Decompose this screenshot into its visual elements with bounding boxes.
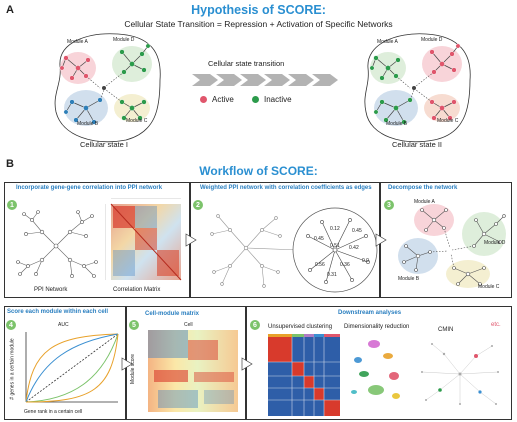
state2-module-c: Module C xyxy=(437,118,459,124)
step2-number-badge: 2 xyxy=(193,200,203,210)
step2-weight-5: 0.56 xyxy=(315,262,325,268)
panel-b-title: Workflow of SCORE: xyxy=(199,164,318,178)
legend-active-dot xyxy=(200,96,207,103)
state1-module-d: Module D xyxy=(113,37,135,43)
step1-ppi-network xyxy=(16,210,98,278)
step2-weight-7: 0.0 xyxy=(362,258,369,264)
panel-b-letter: B xyxy=(6,158,14,170)
step1-title: Incorporate gene-gene correlation into P… xyxy=(16,185,163,191)
legend-inactive-label: Inactive xyxy=(264,95,292,104)
step6-dimred-scatter xyxy=(351,340,400,399)
state2-label: Cellular state II xyxy=(392,140,443,149)
step6-dimred-label: Dimensionality reduction xyxy=(344,324,410,330)
panel-a-subtitle: Cellular State Transition = Repression +… xyxy=(124,19,393,29)
step2-weight-3: 0.51 xyxy=(330,243,340,249)
step1-correlation-matrix xyxy=(105,198,182,281)
step3-module-a: Module A xyxy=(414,199,435,205)
transition-label: Cellular state transition xyxy=(208,59,285,68)
transition-arrows xyxy=(192,74,338,86)
step6-clustering-label: Unsupervised clustering xyxy=(268,324,333,330)
step1-matrix-label: Correlation Matrix xyxy=(113,287,161,293)
step2-weight-2: 0.12 xyxy=(330,226,340,232)
state1-network xyxy=(54,33,161,143)
step2-weight-6: 0.36 xyxy=(340,262,350,268)
step6-cmin-label: CMIN xyxy=(438,327,454,333)
step2-weight-8: 0.42 xyxy=(349,245,359,251)
state1-module-a: Module A xyxy=(67,39,88,45)
step6-title: Downstream analyses xyxy=(338,310,402,316)
legend-active-label: Active xyxy=(212,95,234,104)
step6-cmin-network xyxy=(421,343,499,405)
step2-weight-9: 0.31 xyxy=(327,272,337,278)
state2-module-d: Module D xyxy=(421,37,443,43)
state2-network xyxy=(364,33,471,143)
state1-module-b: Module B xyxy=(77,121,99,127)
step5-top-label: Cell xyxy=(184,322,193,328)
step2-weight-1: 0.45 xyxy=(314,236,324,242)
step3-number-badge: 3 xyxy=(384,200,394,210)
step4-title: Score each module within each cell xyxy=(7,309,109,315)
step3-decomposed-network xyxy=(398,204,506,288)
step4-xlabel: Gene rank in a certain cell xyxy=(24,409,83,415)
panel-a-letter: A xyxy=(6,4,14,16)
step6-clustering-matrix xyxy=(268,334,340,416)
state2-module-a: Module A xyxy=(377,39,398,45)
step3-module-c: Module C xyxy=(478,284,500,290)
step2-title: Weighted PPI network with correlation co… xyxy=(200,185,372,191)
step3-title: Decompose the network xyxy=(388,185,458,191)
step5-number-badge: 5 xyxy=(129,320,139,330)
step5-title: Cell-module matrix xyxy=(145,311,200,317)
step2-weight-4: 0.45 xyxy=(352,228,362,234)
legend-inactive-dot xyxy=(252,96,259,103)
step4-auc-label: AUC xyxy=(58,322,69,328)
step1-ppi-label: PPI Network xyxy=(34,287,68,293)
step4-number-badge: 4 xyxy=(6,320,16,330)
step6-number-badge: 6 xyxy=(250,320,260,330)
step2-weighted-network xyxy=(210,207,378,293)
step4-auc-plot xyxy=(25,332,119,403)
step6-etc-label: etc. xyxy=(491,322,501,328)
panel-a-title: Hypothesis of SCORE: xyxy=(191,3,326,17)
state2-module-b: Module B xyxy=(386,121,408,127)
step5-cell-module-matrix xyxy=(148,330,238,412)
state1-module-c: Module C xyxy=(126,118,148,124)
step1-number-badge: 1 xyxy=(7,200,17,210)
step3-module-b: Module B xyxy=(398,276,420,282)
state1-label: Cellular state I xyxy=(80,140,128,149)
step3-module-d: Module D xyxy=(484,240,506,246)
